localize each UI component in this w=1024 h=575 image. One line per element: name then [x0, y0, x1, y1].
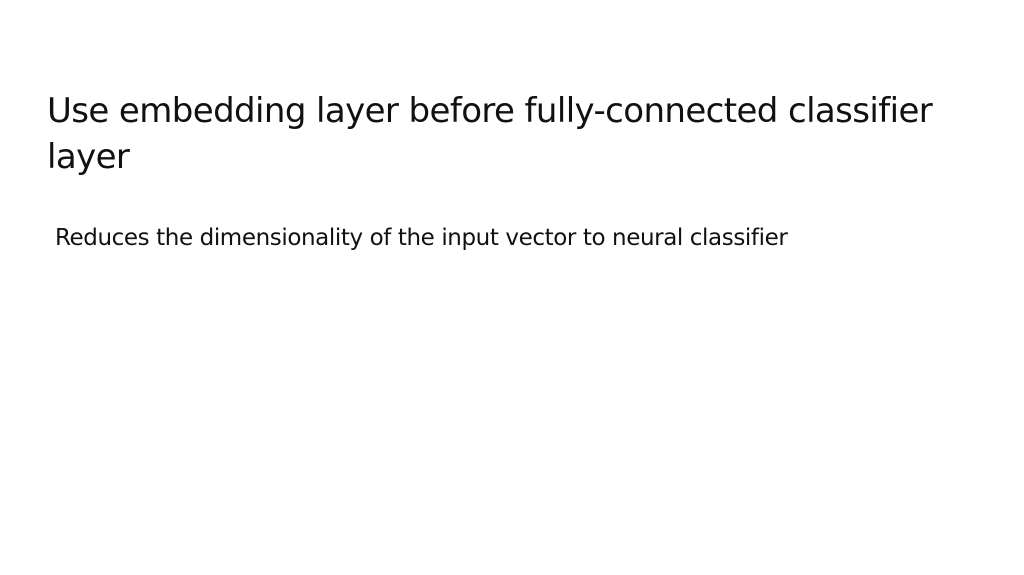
slide-title: Use embedding layer before fully-connect…	[47, 91, 933, 177]
slide-body-text: Reduces the dimensionality of the input …	[55, 225, 788, 251]
